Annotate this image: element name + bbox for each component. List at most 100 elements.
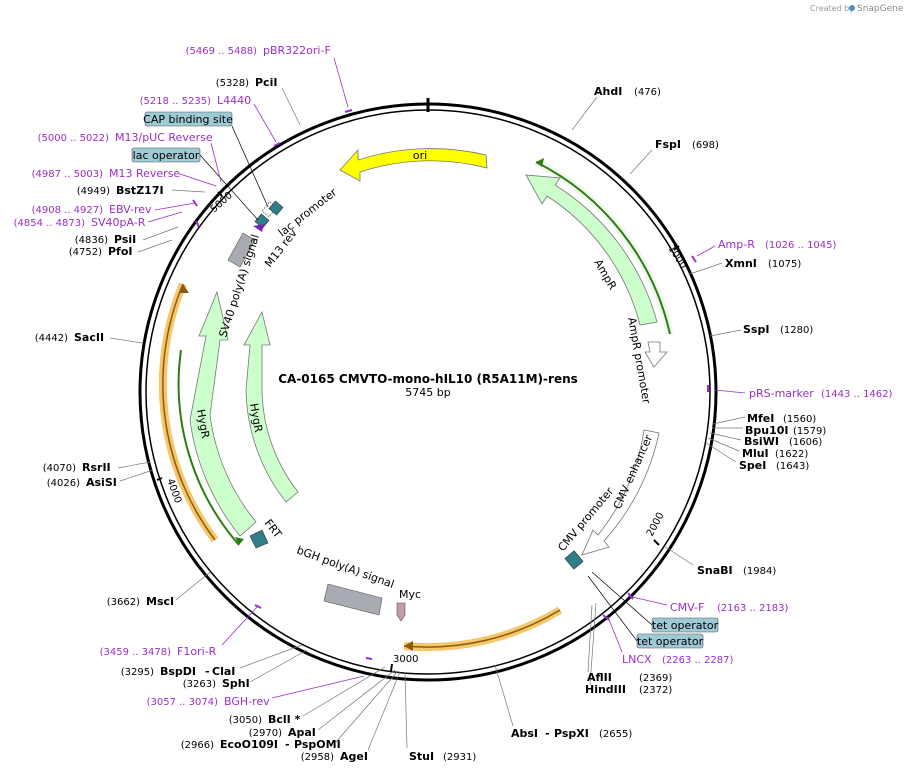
sv40pa-mark xyxy=(195,220,200,228)
bsiwi-leader xyxy=(709,432,742,441)
pbr322-pos: (5469 .. 5488) xyxy=(186,46,258,57)
apai-pos: (2970) xyxy=(249,728,282,739)
f1ori-pos: (3459 .. 3478) xyxy=(100,647,172,658)
agei-leader xyxy=(367,671,401,751)
mlui-name: MluI xyxy=(742,447,769,460)
ampr-promoter-arrow xyxy=(644,341,668,368)
mfei-pos: (1560) xyxy=(783,414,816,425)
m13puc-name: M13/pUC Reverse xyxy=(115,131,213,144)
tick-label-1000: 1000 xyxy=(665,244,688,271)
hygr-green-arrowhead xyxy=(235,537,244,545)
mlui-leader xyxy=(707,437,740,452)
pfoi-leader xyxy=(137,239,173,253)
ampr-outer-arrowhead xyxy=(536,158,544,167)
snabi-pos: (1984) xyxy=(743,566,776,577)
hygr-inner-label: HygR xyxy=(247,402,265,434)
bstz17i-leader xyxy=(171,189,206,193)
pbr322-mark xyxy=(344,109,353,113)
sacii-name: SacII xyxy=(74,331,104,344)
l4440-pos: (5218 .. 5235) xyxy=(140,96,212,107)
tick-label-2000: 2000 xyxy=(645,511,667,539)
hygr-orange-line xyxy=(162,283,216,541)
absi-pos: (2655) xyxy=(599,729,632,740)
tick-3000 xyxy=(390,663,393,672)
l4440-leader xyxy=(253,103,277,143)
spei-pos: (1643) xyxy=(776,461,809,472)
lncx-pos: (2263 .. 2287) xyxy=(662,655,734,666)
eco-name: EcoO109I xyxy=(220,738,278,751)
sacii-pos: (4442) xyxy=(35,333,68,344)
bspdi-pos: (3295) xyxy=(121,667,154,678)
bcli-leader xyxy=(302,666,386,717)
absi-sep: - xyxy=(545,727,550,740)
cmvf-name: CMV-F xyxy=(670,601,704,614)
lncx-leader xyxy=(607,616,623,653)
lac-operator-label: lac operator xyxy=(133,149,200,162)
f1ori-mark xyxy=(254,604,262,609)
pfoi-pos: (4752) xyxy=(69,247,102,258)
m13rev-pos: (4987 .. 5003) xyxy=(32,169,104,180)
asisi-name: AsiSI xyxy=(86,476,117,489)
agei-name: AgeI xyxy=(340,750,368,763)
bspdi-leader xyxy=(239,644,303,669)
absi-leader xyxy=(494,664,514,727)
pbr322-name: pBR322ori-F xyxy=(263,44,331,57)
hygr-outer-label: HygR xyxy=(194,408,212,440)
cmvf-leader xyxy=(627,595,668,606)
psii-pos: (4836) xyxy=(75,235,108,246)
mfei-leader xyxy=(712,416,746,425)
orange-cds-bottom-line xyxy=(403,609,561,648)
mfei-name: MfeI xyxy=(747,412,774,425)
ahdi-pos: (476) xyxy=(634,87,661,98)
bcli-name: BclI * xyxy=(268,713,301,726)
ebv-leader xyxy=(154,202,196,211)
xmni-name: XmnI xyxy=(725,257,757,270)
pcii-leader xyxy=(281,87,301,126)
apai-leader xyxy=(317,669,396,731)
asisi-pos: (4026) xyxy=(47,478,80,489)
tet-operator-leader-2 xyxy=(587,575,638,642)
msci-leader xyxy=(175,571,211,601)
cmvf-pos: (2163 .. 2183) xyxy=(717,603,789,614)
pspxi-name: PspXI xyxy=(554,727,589,740)
prs-pos: (1443 .. 1462) xyxy=(821,389,893,400)
bgh-rev-leader xyxy=(271,675,365,699)
bspdi-sep: - xyxy=(205,665,210,678)
bgh-rev-mark xyxy=(365,657,373,660)
sv40-feature xyxy=(227,232,256,268)
m13-rev-arrow xyxy=(253,224,264,232)
bcli-pos: (3050) xyxy=(229,715,262,726)
bgh-rev-pos: (3057 .. 3074) xyxy=(147,697,219,708)
tet-operator-label-2: tet operator xyxy=(637,635,704,648)
ori-feature xyxy=(339,148,488,182)
aflii-leader xyxy=(587,604,593,673)
sspi-name: SspI xyxy=(743,323,769,336)
lncx-mark xyxy=(602,614,610,621)
bspdi-name: BspDI xyxy=(160,665,196,678)
ampr-promoter-label: AmpR promoter xyxy=(625,316,653,405)
bstz17i-name: BstZ17I xyxy=(116,184,164,197)
m13puc-pos: (5000 .. 5022) xyxy=(38,133,110,144)
sv40pa-pos: (4854 .. 4873) xyxy=(14,218,86,229)
aflii-name: AflII xyxy=(587,671,612,684)
eco-leader xyxy=(335,670,399,743)
pbr322-leader xyxy=(333,57,349,108)
ampr-primer-mark xyxy=(691,255,697,263)
tick-2000 xyxy=(653,539,660,546)
ampr-feature xyxy=(525,174,658,326)
tick-4000 xyxy=(156,477,163,481)
sv40pa-leader xyxy=(147,211,183,223)
eco-pos: (2966) xyxy=(181,740,214,751)
stui-leader xyxy=(404,671,408,749)
absi-name: AbsI xyxy=(511,727,538,740)
ampr-primer-name: Amp-R xyxy=(718,238,755,251)
aflii-pos: (2369) xyxy=(639,673,672,684)
spei-name: SpeI xyxy=(739,459,766,472)
tick-5000 xyxy=(217,191,223,197)
psii-leader xyxy=(142,226,179,241)
pcii-pos: (5328) xyxy=(216,78,249,89)
tet-operator-leader-1 xyxy=(591,571,653,626)
bgh-feature xyxy=(323,583,383,616)
sphi-name: SphI xyxy=(222,677,250,690)
